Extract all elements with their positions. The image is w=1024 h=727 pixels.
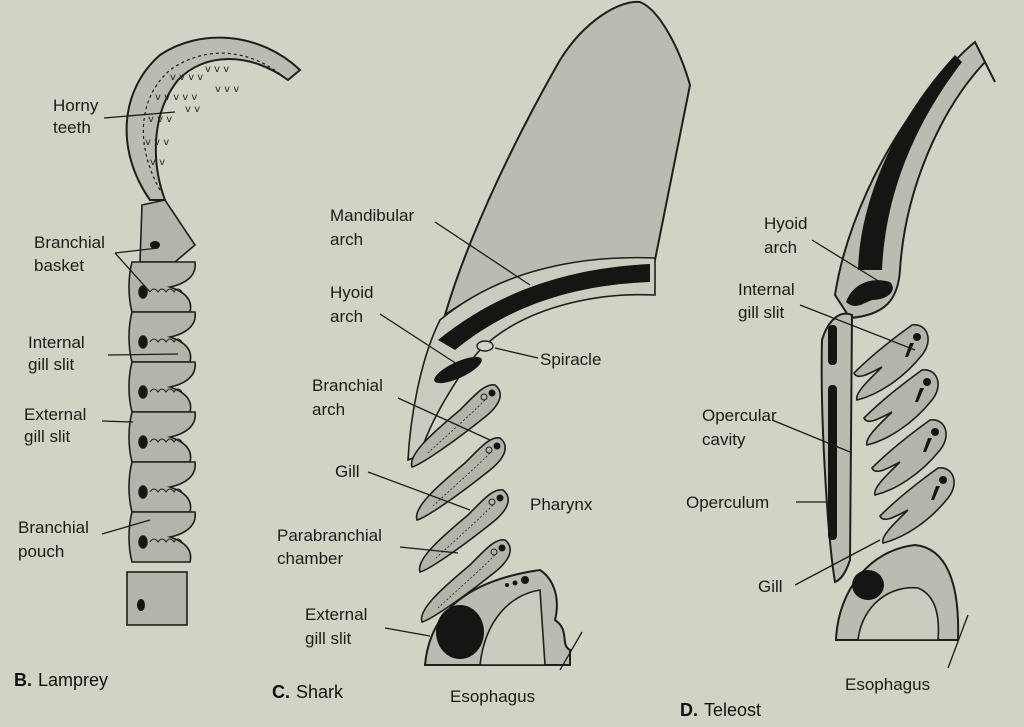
label-teleost-internal-gill-slit-2: gill slit: [738, 303, 785, 322]
svg-text:v v v v v: v v v v v: [155, 92, 197, 103]
label-branchial-basket-1: Branchial: [34, 233, 105, 252]
teleost-gill-arch: [879, 467, 955, 544]
panel-c-caption: C.Shark: [272, 682, 344, 702]
label-branchial-pouch-1: Branchial: [18, 518, 89, 537]
label-external-gill-slit-2: gill slit: [24, 427, 71, 446]
horny-teeth-marks: v v v vv v v v v v v vv v v v v vv v v v…: [145, 64, 239, 168]
teleost-gill-arch: [871, 419, 947, 496]
svg-text:v v v: v v v: [215, 84, 239, 95]
shark-cartilage: [436, 605, 484, 659]
label-horny-teeth-2: teeth: [53, 118, 91, 137]
label-shark-external-gill-slit-2: gill slit: [305, 629, 352, 648]
label-teleost-hyoid-arch-1: Hyoid: [764, 214, 807, 233]
label-pharynx: Pharynx: [530, 495, 593, 514]
svg-text:v v v: v v v: [145, 137, 169, 148]
label-spiracle: Spiracle: [540, 350, 601, 369]
shark-gill-arch: [415, 437, 506, 521]
panel-b-caption: B.Lamprey: [14, 670, 108, 690]
teleost-hyoid-bar: [858, 55, 962, 270]
lamprey-drawing: v v v vv v v v v v v vv v v v v vv v v v…: [125, 36, 302, 626]
label-external-gill-slit-1: External: [24, 405, 86, 424]
spiracle-opening: [476, 340, 494, 352]
label-internal-gill-slit-2: gill slit: [28, 355, 75, 374]
teleost-hyoid-arch: [846, 280, 893, 306]
mandibular-arch: [438, 264, 650, 350]
svg-text:v v: v v: [150, 157, 165, 168]
lamprey-oral-disc-inner: [142, 52, 286, 191]
shark-drawing: [407, 0, 692, 666]
shark-gill-arch: [410, 384, 501, 468]
teleost-gill-arch: [863, 369, 939, 446]
label-teleost-esophagus: Esophagus: [845, 675, 930, 694]
teleost-cartilage: [852, 570, 884, 600]
label-shark-external-gill-slit-1: External: [305, 605, 367, 624]
label-operculum: Operculum: [686, 493, 769, 512]
label-parabranchial-chamber-2: chamber: [277, 549, 343, 568]
svg-text:v v v: v v v: [148, 114, 172, 125]
label-parabranchial-chamber-1: Parabranchial: [277, 526, 382, 545]
label-hyoid-arch-1: Hyoid: [330, 283, 373, 302]
label-mandibular-arch-1: Mandibular: [330, 206, 414, 225]
lamprey-pouch-segment: [128, 511, 196, 563]
label-branchial-arch-1: Branchial: [312, 376, 383, 395]
lamprey-gill-pouches: [128, 261, 196, 563]
teleost-drawing: [820, 40, 996, 641]
svg-text:v v v v: v v v v: [170, 72, 203, 83]
svg-text:v v: v v: [185, 104, 200, 115]
lamprey-pouch-segment: [128, 361, 196, 413]
shark-head: [407, 256, 656, 462]
label-branchial-basket-2: basket: [34, 256, 84, 275]
lamprey-oral-disc: [125, 36, 302, 201]
lamprey-pouch-segment: [128, 311, 196, 363]
lamprey-neck: [139, 199, 197, 263]
shark-hyoid-arch: [434, 356, 482, 384]
label-teleost-hyoid-arch-2: arch: [764, 238, 797, 257]
label-branchial-arch-2: arch: [312, 400, 345, 419]
label-hyoid-arch-2: arch: [330, 307, 363, 326]
lamprey-pouch-segment: [128, 461, 196, 513]
label-horny-teeth-1: Horny: [53, 96, 99, 115]
label-teleost-gill: Gill: [758, 577, 783, 596]
label-teleost-internal-gill-slit-1: Internal: [738, 280, 795, 299]
label-shark-gill: Gill: [335, 462, 360, 481]
teleost-gill-arches: [853, 324, 955, 544]
panel-d-caption: D.Teleost: [680, 700, 761, 720]
lamprey-pouch-segment: [128, 261, 196, 313]
shark-gill-arch: [420, 539, 511, 623]
label-branchial-pouch-2: pouch: [18, 542, 64, 561]
label-opercular-cavity-1: Opercular: [702, 406, 777, 425]
svg-text:v v v: v v v: [205, 64, 229, 75]
label-mandibular-arch-2: arch: [330, 230, 363, 249]
teleost-head: [833, 40, 996, 320]
label-internal-gill-slit-1: Internal: [28, 333, 85, 352]
teleost-gill-arch: [853, 324, 929, 401]
lamprey-pouch-segment: [128, 411, 196, 463]
label-shark-esophagus: Esophagus: [450, 687, 535, 706]
label-opercular-cavity-2: cavity: [702, 430, 746, 449]
